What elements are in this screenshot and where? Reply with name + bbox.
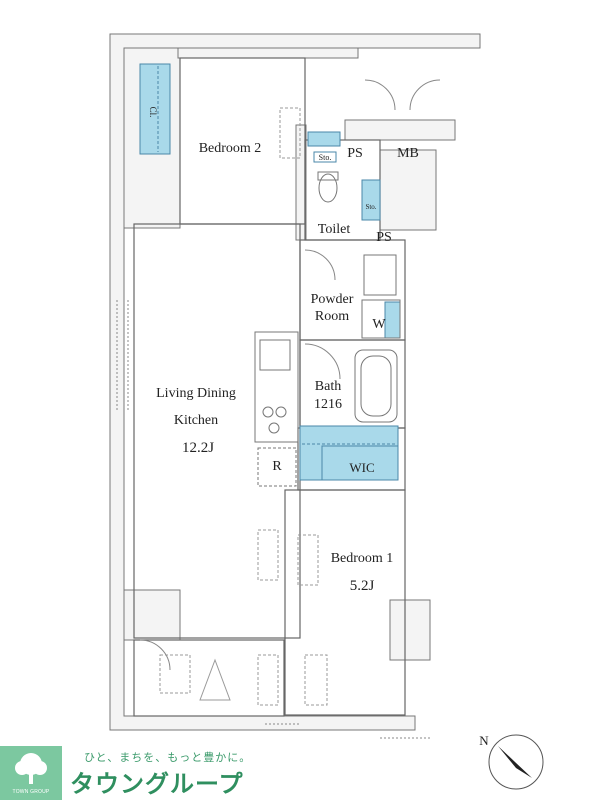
ldk-line1: Living Dining bbox=[156, 386, 236, 401]
storage-2: Sto. bbox=[361, 179, 381, 221]
doors bbox=[139, 79, 441, 671]
bedroom2-label: Bedroom 2 bbox=[199, 141, 262, 156]
bedroom1-size: 5.2J bbox=[350, 578, 375, 594]
tree-icon bbox=[15, 753, 47, 784]
mb-label: MB bbox=[397, 146, 419, 161]
powder-room-line1: Powder bbox=[311, 292, 354, 307]
ps-label-mid: PS bbox=[376, 230, 392, 245]
interior-walls bbox=[133, 57, 406, 717]
ldk-line2: Kitchen bbox=[174, 413, 218, 428]
wic: WIC bbox=[299, 425, 399, 481]
brand-logo bbox=[0, 746, 62, 800]
brand-tagline: ひと、まちを、もっと豊かに。 bbox=[84, 751, 252, 764]
wic-label: WIC bbox=[349, 460, 374, 475]
dashed-marks bbox=[159, 107, 328, 706]
ps-label-top: PS bbox=[347, 146, 363, 161]
compass-label: N bbox=[479, 733, 489, 748]
logo-subtext: TOWN GROUP bbox=[12, 789, 50, 795]
brand-name: タウングループ bbox=[70, 770, 244, 798]
windows bbox=[116, 300, 430, 739]
washer-label: W bbox=[372, 317, 386, 332]
washer-space bbox=[384, 301, 401, 339]
bath-line1: Bath bbox=[315, 379, 341, 394]
bath-line2: 1216 bbox=[314, 397, 342, 412]
powder-room-line2: Room bbox=[315, 309, 349, 324]
bedroom1-label: Bedroom 1 bbox=[331, 551, 394, 566]
refrigerator-label: R bbox=[272, 459, 282, 474]
toilet-label: Toilet bbox=[318, 222, 351, 237]
fixtures bbox=[254, 171, 401, 487]
sto-label-2: Sto. bbox=[365, 203, 376, 211]
sto-label-1: Sto. bbox=[319, 153, 332, 162]
closet: Cl. bbox=[139, 63, 171, 155]
compass: N bbox=[479, 733, 544, 790]
storage-1: Sto. bbox=[307, 131, 341, 163]
closet-label: Cl. bbox=[148, 107, 158, 118]
ldk-size: 12.2J bbox=[182, 440, 214, 456]
